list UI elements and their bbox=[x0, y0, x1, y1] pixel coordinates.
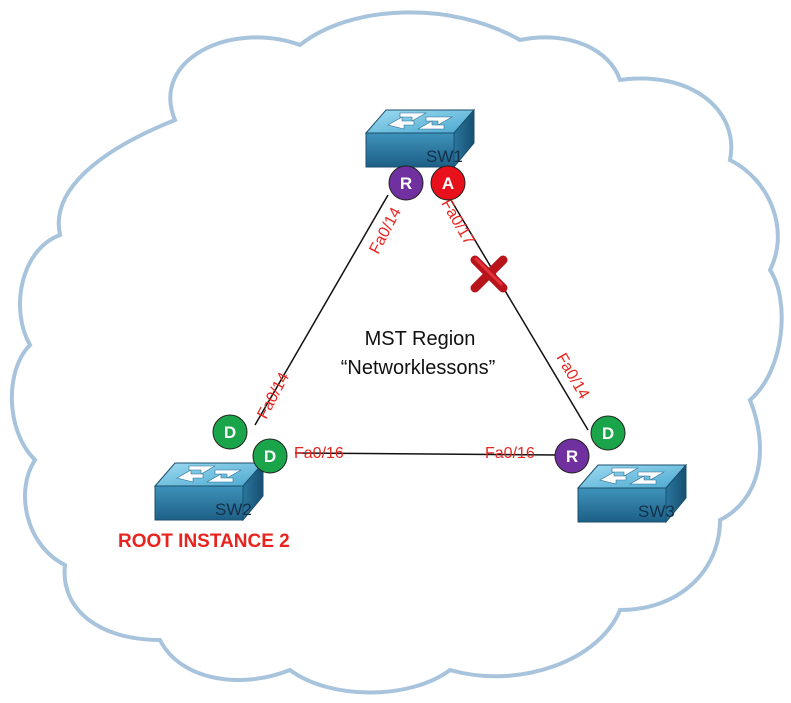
role-badge-sw2-designated-fa016: D bbox=[252, 438, 288, 474]
svg-text:D: D bbox=[602, 424, 614, 443]
role-badge-sw3-root: R bbox=[554, 438, 590, 474]
mst-region-cloud bbox=[9, 10, 784, 695]
root-instance-label: ROOT INSTANCE 2 bbox=[118, 531, 290, 552]
link-sw2-sw3 bbox=[294, 452, 559, 456]
role-badge-sw1-alternate: A bbox=[430, 165, 466, 201]
switch-sw3[interactable]: SW3 bbox=[577, 464, 687, 523]
role-badge-sw1-root: R bbox=[388, 165, 424, 201]
port-label-sw3-fa016: Fa0/16 bbox=[485, 445, 535, 462]
red-x-icon bbox=[470, 255, 508, 293]
link-sw1-sw2 bbox=[254, 194, 389, 426]
svg-text:D: D bbox=[224, 423, 236, 442]
mst-region-name: “Networklessons” bbox=[341, 357, 495, 379]
svg-text:A: A bbox=[442, 174, 454, 193]
switch-sw2-label: SW2 bbox=[215, 500, 252, 519]
switch-sw2[interactable]: SW2 bbox=[154, 462, 264, 521]
role-badge-sw2-designated-fa014: D bbox=[212, 414, 248, 450]
mst-region-title: MST Region bbox=[365, 328, 476, 350]
svg-text:R: R bbox=[566, 447, 578, 466]
port-label-sw2-fa016: Fa0/16 bbox=[294, 445, 344, 462]
switch-sw3-label: SW3 bbox=[638, 502, 675, 521]
switch-sw1-label: SW1 bbox=[426, 147, 463, 166]
link-sw1-sw3 bbox=[447, 194, 589, 431]
switch-sw1[interactable]: SW1 bbox=[365, 109, 475, 168]
role-badge-sw3-designated-fa014: D bbox=[590, 415, 626, 451]
svg-text:R: R bbox=[400, 174, 412, 193]
svg-text:D: D bbox=[264, 447, 276, 466]
